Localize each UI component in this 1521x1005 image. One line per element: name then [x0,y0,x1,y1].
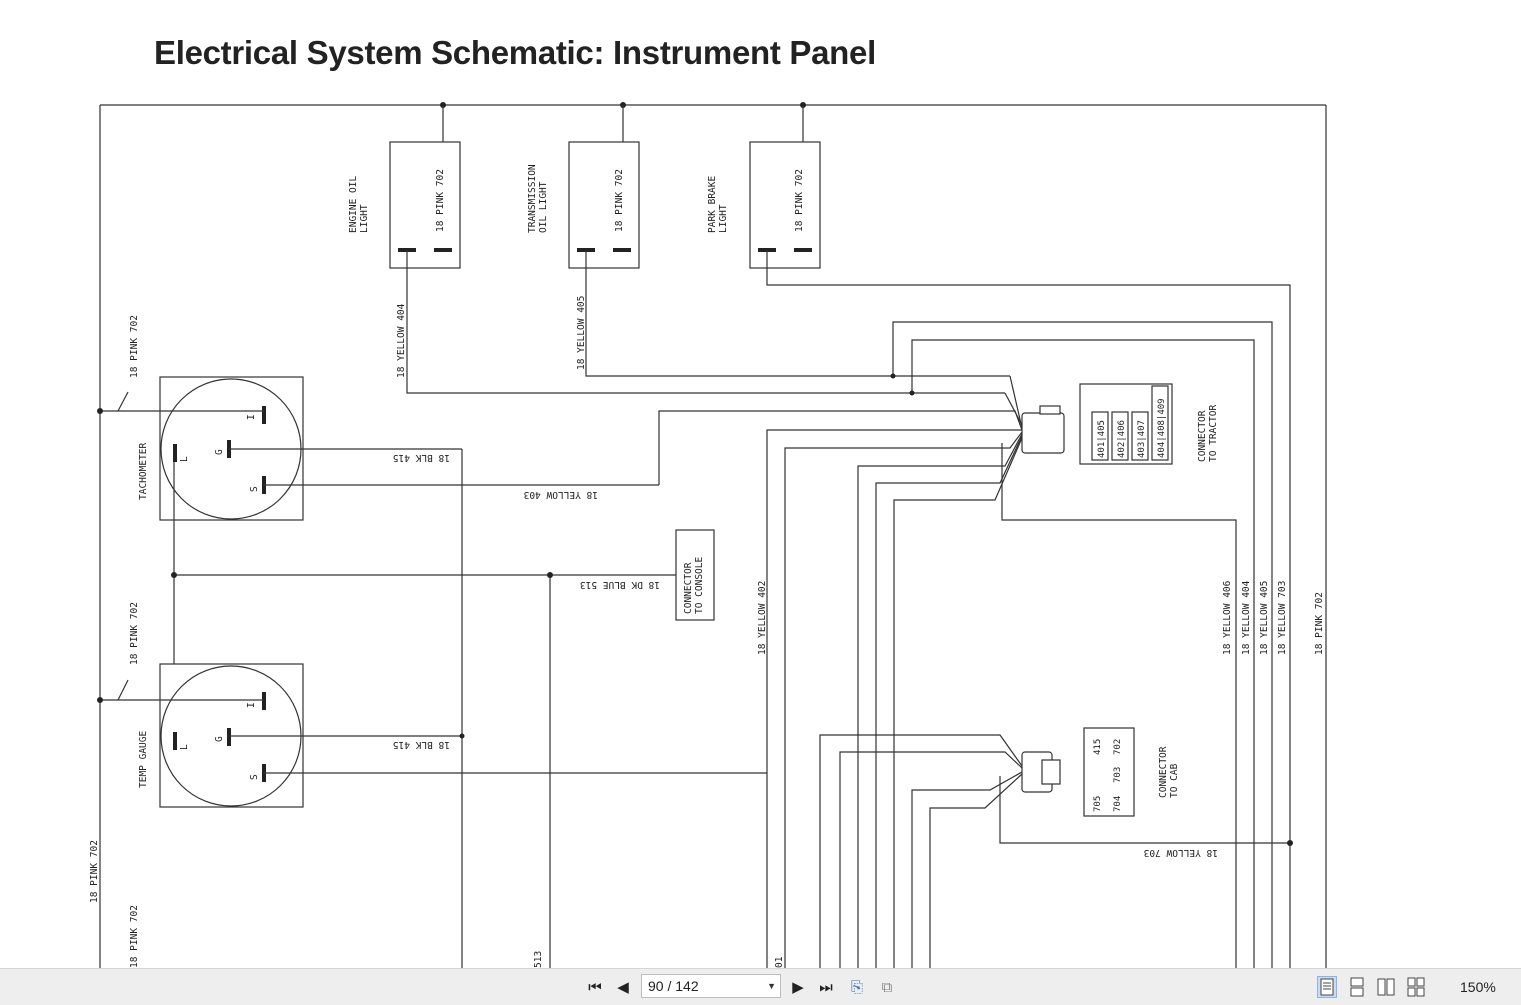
transmission-oil-light-label: TRANSMISSIONOIL LIGHT [527,164,549,233]
park-brake-wire-label: 18 PINK 702 [794,169,805,232]
temp-blk-415-label: 18 BLK 415 [393,739,450,750]
facing-continuous-icon[interactable] [1407,977,1425,997]
console-connector-label: CONNECTORTO CONSOLE [683,557,705,614]
svg-text:705: 705 [1093,796,1103,812]
bottom-pink-702-b: 18 PINK 702 [129,905,140,968]
last-page-icon[interactable]: ⏭ [819,978,833,996]
svg-text:I: I [246,702,257,708]
bundle-yellow-404: 18 YELLOW 404 [1241,580,1252,655]
tractor-connector-label: CONNECTORTO TRACTOR [1197,405,1219,462]
first-page-icon[interactable]: ⏮ [588,978,602,996]
transmission-oil-light: TRANSMISSIONOIL LIGHT 18 PINK 702 [527,105,640,269]
clipped-01-label: 01 [774,956,785,968]
rotate-icon[interactable]: ⎘ [850,978,863,996]
yellow-405-label: 18 YELLOW 405 [576,296,587,370]
park-brake-light: PARK BRAKELIGHT 18 PINK 702 [707,105,821,269]
yellow-402-label: 18 YELLOW 402 [757,581,768,655]
tach-yellow-403-label: 18 YELLOW 403 [524,489,598,500]
viewer-toolbar: ⏮ ◀ 90 / 142 ▼ ▶ ⏭ ⎘ ⧉ 150% [0,968,1521,1005]
tach-pink-702-label: 18 PINK 702 [129,315,140,378]
svg-text:702: 702 [1113,739,1123,755]
page-indicator: 90 / 142 [648,978,699,994]
engine-oil-wire-label: 18 PINK 702 [435,169,446,232]
prev-page-icon[interactable]: ◀ [617,978,629,996]
engine-oil-light: ENGINE OILLIGHT 18 PINK 702 [348,105,461,269]
single-page-icon[interactable] [1317,976,1337,998]
transmission-oil-wire-label: 18 PINK 702 [614,169,625,232]
bundle-yellow-405: 18 YELLOW 405 [1259,581,1270,655]
yellow-404-label: 18 YELLOW 404 [396,303,407,378]
svg-text:I: I [246,414,257,420]
bundle-pink-702: 18 PINK 702 [1314,592,1325,655]
dk-blue-513-label: 18 DK BLUE 513 [580,579,660,590]
page-number-input[interactable]: 90 / 142 ▼ [641,974,781,998]
svg-text:G: G [214,736,225,742]
engine-oil-light-label: ENGINE OILLIGHT [348,176,370,233]
svg-text:G: G [214,449,225,455]
bundle-yellow-406: 18 YELLOW 406 [1222,580,1233,655]
bottom-pink-702-a: 18 PINK 702 [89,840,100,903]
svg-text:L: L [179,456,190,462]
console-connector: CONNECTORTO CONSOLE [675,529,715,621]
temp-pink-702-label: 18 PINK 702 [129,602,140,665]
document-viewer[interactable]: Electrical System Schematic: Instrument … [0,0,1521,968]
tractor-connector: 401|405 402|406 403|407 404|408|409 CONN… [1021,383,1219,465]
svg-text:L: L [179,744,190,750]
zoom-level[interactable]: 150% [1460,979,1496,995]
tachometer-label: TACHOMETER [138,443,149,500]
schematic-diagram: ENGINE OILLIGHT 18 PINK 702 TRANSMISSION… [89,102,1327,968]
next-page-icon[interactable]: ▶ [792,978,804,996]
facing-icon[interactable] [1377,977,1395,997]
svg-text:401|405: 401|405 [1097,420,1107,458]
svg-text:S: S [249,486,260,492]
bundle-yellow-703: 18 YELLOW 703 [1277,581,1288,655]
svg-text:404|408|409: 404|408|409 [1157,398,1167,458]
tach-blk-415-label: 18 BLK 415 [393,452,450,463]
continuous-icon[interactable] [1348,977,1366,997]
cab-yellow-703-label: 18 YELLOW 703 [1144,847,1218,858]
cab-connector: 415 702 703 705 704 CONNECTORTO CAB [1021,727,1180,817]
page-title: Electrical System Schematic: Instrument … [154,34,876,71]
page-dropdown-icon[interactable]: ▼ [767,981,776,991]
svg-text:415: 415 [1093,739,1103,755]
fit-icon[interactable]: ⧉ [881,978,893,996]
temp-gauge-label: TEMP GAUGE [138,731,149,788]
svg-text:403|407: 403|407 [1137,420,1147,458]
clipped-513-label: 513 [533,951,544,968]
svg-text:402|406: 402|406 [1117,420,1127,458]
park-brake-light-label: PARK BRAKELIGHT [707,176,729,233]
cab-connector-label: CONNECTORTO CAB [1158,746,1180,798]
svg-text:703: 703 [1113,767,1123,783]
svg-text:704: 704 [1113,796,1123,812]
svg-text:S: S [249,774,260,780]
